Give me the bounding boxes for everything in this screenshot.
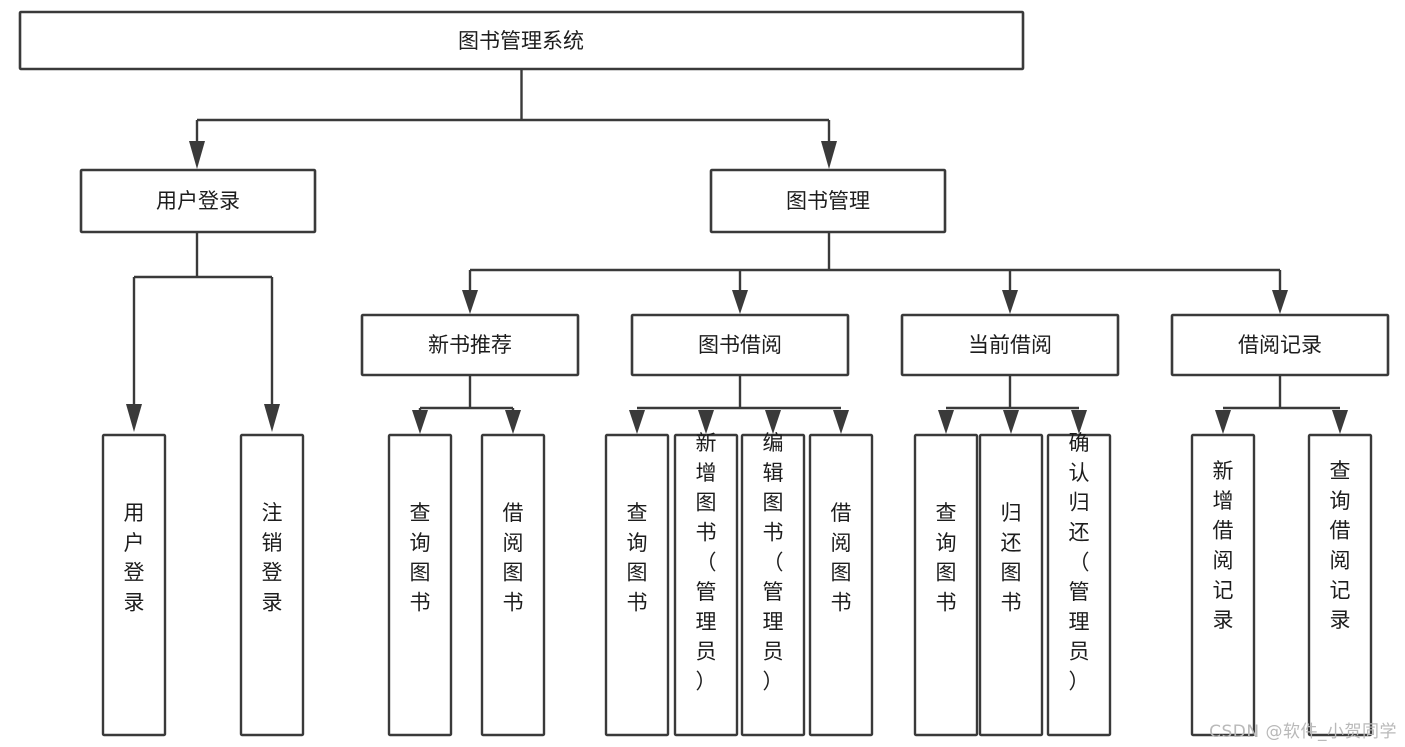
node-current-borrow[interactable]: 当前借阅: [900, 313, 1120, 377]
leaf-cb-query-book-label: 查询图书: [936, 501, 957, 614]
node-current-borrow-label: 当前借阅: [968, 333, 1052, 357]
node-user-login[interactable]: 用户登录: [79, 168, 317, 234]
node-new-book-recommend-label: 新书推荐: [428, 333, 512, 357]
node-user-login-label: 用户登录: [156, 189, 240, 213]
leaf-cb-return-book[interactable]: 归还图书: [978, 433, 1044, 737]
node-borrow-record[interactable]: 借阅记录: [1170, 313, 1390, 377]
leaf-logout-label: 注销登录: [262, 501, 283, 614]
arrowhead-new-book: [462, 290, 478, 314]
arrowhead-bb-leaf-3: [765, 410, 781, 434]
arrowhead-br-leaf-2: [1332, 410, 1348, 434]
leaf-br-query-record-label: 查询借阅记录: [1330, 459, 1351, 632]
leaf-nb-query-book[interactable]: 查询图书: [387, 433, 453, 737]
node-root-label: 图书管理系统: [458, 29, 584, 53]
node-book-management[interactable]: 图书管理: [709, 168, 947, 234]
leaf-bb-add-book-label: 新增图书（管理员）: [696, 431, 717, 694]
leaf-bb-query-book-label: 查询图书: [627, 501, 648, 614]
arrowhead-current-borrow: [1002, 290, 1018, 314]
leaf-bb-borrow-book[interactable]: 借阅图书: [808, 433, 874, 737]
node-book-management-label: 图书管理: [786, 189, 870, 213]
arrowhead-bb-leaf-2: [698, 410, 714, 434]
csdn-watermark: CSDN @软件_小贺同学: [1209, 722, 1397, 742]
leaf-cb-query-book[interactable]: 查询图书: [913, 433, 979, 737]
leaf-cb-confirm-return[interactable]: 确认归还（管理员）: [1046, 431, 1112, 737]
connector-layer: [126, 69, 1348, 434]
arrowhead-bb-leaf-4: [833, 410, 849, 434]
arrowhead-book-manage: [821, 141, 837, 169]
leaf-br-query-record[interactable]: 查询借阅记录: [1307, 433, 1373, 737]
leaf-user-login[interactable]: 用户登录: [101, 433, 167, 737]
leaf-cb-return-book-label: 归还图书: [1001, 501, 1022, 614]
arrowhead-nb-leaf-2: [505, 410, 521, 434]
arrowhead-cb-leaf-3: [1071, 410, 1087, 434]
leaf-br-add-record-label: 新增借阅记录: [1213, 459, 1234, 632]
arrowhead-cb-leaf-1: [938, 410, 954, 434]
leaf-bb-borrow-book-label: 借阅图书: [831, 501, 852, 614]
arrowhead-user-login: [189, 141, 205, 169]
arrowhead-br-leaf-1: [1215, 410, 1231, 434]
arrowhead-book-borrow: [732, 290, 748, 314]
node-root-book-management-system[interactable]: 图书管理系统: [18, 10, 1025, 71]
arrowhead-leaf-logout: [264, 404, 280, 432]
arrowhead-leaf-user-login: [126, 404, 142, 432]
leaf-bb-edit-book-label: 编辑图书（管理员）: [763, 431, 784, 694]
leaf-cb-confirm-return-label: 确认归还（管理员）: [1069, 431, 1090, 694]
arrowhead-cb-leaf-2: [1003, 410, 1019, 434]
arrowhead-borrow-record: [1272, 290, 1288, 314]
leaf-logout[interactable]: 注销登录: [239, 433, 305, 737]
node-new-book-recommend[interactable]: 新书推荐: [360, 313, 580, 377]
leaf-nb-borrow-book[interactable]: 借阅图书: [480, 433, 546, 737]
leaf-bb-edit-book[interactable]: 编辑图书（管理员）: [740, 431, 806, 737]
leaf-bb-query-book[interactable]: 查询图书: [604, 433, 670, 737]
leaf-nb-borrow-book-label: 借阅图书: [503, 501, 524, 614]
leaf-br-add-record[interactable]: 新增借阅记录: [1190, 433, 1256, 737]
node-book-borrow-label: 图书借阅: [698, 333, 782, 357]
arrowhead-nb-leaf-1: [412, 410, 428, 434]
arrowhead-bb-leaf-1: [629, 410, 645, 434]
node-book-borrow[interactable]: 图书借阅: [630, 313, 850, 377]
leaf-user-login-label: 用户登录: [124, 501, 145, 614]
node-borrow-record-label: 借阅记录: [1238, 333, 1322, 357]
leaf-bb-add-book[interactable]: 新增图书（管理员）: [673, 431, 739, 737]
leaf-nb-query-book-label: 查询图书: [410, 501, 431, 614]
